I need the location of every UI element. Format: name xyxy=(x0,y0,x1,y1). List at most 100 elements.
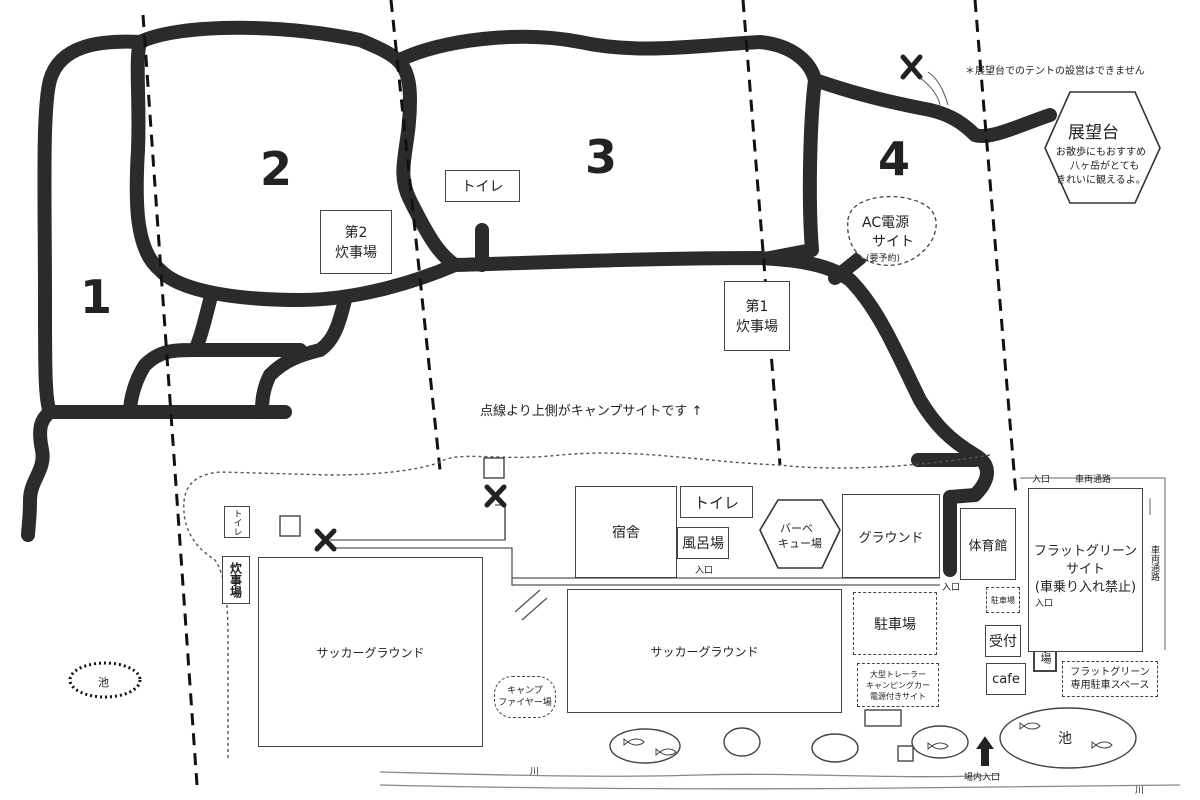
pond-large-label: 池 xyxy=(1058,731,1072,747)
river-label-east: 川 xyxy=(1135,786,1145,796)
observatory-line1: お散歩にもおすすめ xyxy=(1056,147,1146,158)
small-square-3 xyxy=(864,709,902,727)
path-south-b xyxy=(330,547,940,586)
kitchen-1-line2: 炊事場 xyxy=(736,319,778,335)
kitchen-west: 炊事場 xyxy=(222,556,250,604)
x-mark-observatory xyxy=(900,54,923,80)
roads xyxy=(21,20,1057,577)
flat-green-entrance-top: 入口 xyxy=(1032,475,1051,485)
zone-dividers xyxy=(141,0,1018,786)
bath-entrance: 入口 xyxy=(695,566,714,576)
dormitory: 宿舎 xyxy=(575,486,677,578)
road-left-descent xyxy=(21,405,57,542)
kitchen-2: 第2 炊事場 xyxy=(320,210,392,274)
vehicle-road-label: 車両通路 xyxy=(1075,475,1112,485)
vehicle-road-vertical: 車両通路 xyxy=(1149,545,1159,581)
river-label: 川 xyxy=(530,767,540,777)
small-square-1 xyxy=(483,457,505,479)
soccer-ground-west: サッカーグラウンド xyxy=(258,557,483,747)
observatory-hexagon xyxy=(1044,91,1161,204)
flat-green-site: フラットグリーン サイト (車乗り入れ禁止) xyxy=(1028,488,1143,652)
campfire-line1: キャンプ xyxy=(507,686,543,696)
road-left-connector xyxy=(123,293,217,419)
x-marks xyxy=(314,54,923,552)
pond-b xyxy=(723,727,761,757)
trailer-site: 大型トレーラー キャンピングカー 電源付きサイト xyxy=(857,663,939,707)
pond-left xyxy=(68,661,142,699)
paths-lower xyxy=(330,477,1181,790)
flat-green-entrance-side: 入口 xyxy=(1035,599,1054,609)
pond-a xyxy=(609,728,681,764)
flat-green-line3: (車乗り入れ禁止) xyxy=(1034,580,1137,595)
ac-site-blob xyxy=(847,195,937,266)
gym-entrance: 入口 xyxy=(942,583,961,593)
small-square-2 xyxy=(279,515,301,537)
divider-3-4 xyxy=(741,0,782,466)
fish-icon xyxy=(927,742,949,750)
divider-4-flat xyxy=(973,0,1018,496)
x-mark-south2 xyxy=(314,528,337,552)
fish-icon xyxy=(623,738,645,746)
kitchen-2-line2: 炊事場 xyxy=(335,245,377,261)
fish-icons xyxy=(623,722,1113,756)
road-left-connector-2 xyxy=(255,293,352,419)
arrow-up-icon xyxy=(976,736,994,766)
observatory-title: 展望台 xyxy=(1068,123,1119,143)
flat-green-line1: フラットグリーン xyxy=(1033,544,1138,559)
river-line2 xyxy=(379,784,1181,790)
road-zone1-loop xyxy=(37,34,292,419)
pond-c xyxy=(811,733,859,763)
kitchen-2-line1: 第2 xyxy=(344,225,368,241)
reception: 受付 xyxy=(985,625,1021,657)
observatory-line3: きれいに観えるよ。 xyxy=(1056,175,1146,186)
trailer-line3: 電源付きサイト xyxy=(870,691,926,701)
toilet-west: トイレ xyxy=(224,506,250,538)
road-zone3-top xyxy=(393,29,1057,143)
flat-green-line2: サイト xyxy=(1065,562,1105,577)
path-diag xyxy=(514,589,541,613)
small-square-4 xyxy=(897,745,914,762)
vehicle-road-line xyxy=(1020,477,1166,650)
tent-note: ＊展望台でのテントの設営はできません xyxy=(965,66,1145,77)
toilet-south: トイレ xyxy=(680,486,753,518)
camp-boundary-note: 点線より上側がキャンプサイトです ↑ xyxy=(480,404,703,419)
bath-house: 風呂場 xyxy=(677,527,729,559)
flat-green-parking-line2: 専用駐車スペース xyxy=(1070,680,1150,691)
cafe: cafe xyxy=(986,663,1026,695)
toilet-north: トイレ xyxy=(445,170,520,202)
kitchen-1-line1: 第1 xyxy=(745,299,769,315)
ac-site-title2: サイト xyxy=(872,234,914,250)
road-zone4-link xyxy=(763,73,822,265)
zone-number-2: 2 xyxy=(260,142,293,196)
divider-1-2 xyxy=(141,14,199,786)
fish-icon xyxy=(1091,741,1113,749)
ground-east: グラウンド xyxy=(842,494,940,578)
bbq-line1: バーベ xyxy=(780,522,813,535)
x-mark-south1 xyxy=(484,484,507,508)
trailer-line2: キャンピングカー xyxy=(866,680,930,690)
camp-boundary xyxy=(183,452,991,760)
main-entrance-label: 場内入口 xyxy=(964,773,1001,783)
kitchen-1: 第1 炊事場 xyxy=(724,281,790,351)
path-south-a xyxy=(330,504,506,541)
campfire-line2: ファイヤー場 xyxy=(498,698,552,708)
trailer-line1: 大型トレーラー xyxy=(870,669,926,679)
pond-left-label: 池 xyxy=(98,676,109,689)
flat-green-parking-line1: フラットグリーン xyxy=(1070,667,1150,678)
gymnasium: 体育館 xyxy=(960,508,1016,580)
soccer-ground-east: サッカーグラウンド xyxy=(567,589,842,713)
fish-icon xyxy=(1019,722,1041,730)
ac-site-title: AC電源 xyxy=(862,215,910,231)
campfire-site: キャンプ ファイヤー場 xyxy=(494,676,556,718)
observatory-line2: 八ヶ岳がとても xyxy=(1070,161,1140,172)
bbq-line2: キュー場 xyxy=(778,537,822,550)
bbq-hexagon xyxy=(759,499,841,569)
parking-lot: 駐車場 xyxy=(853,592,937,655)
flat-green-parking: フラットグリーン 専用駐車スペース xyxy=(1062,661,1158,697)
parking-small: 駐車場 xyxy=(986,587,1020,613)
zone-number-4: 4 xyxy=(878,132,911,186)
fish-icon xyxy=(655,748,677,756)
road-ac xyxy=(828,251,867,285)
observatory-trail xyxy=(919,71,949,106)
zone-number-1: 1 xyxy=(80,270,113,324)
